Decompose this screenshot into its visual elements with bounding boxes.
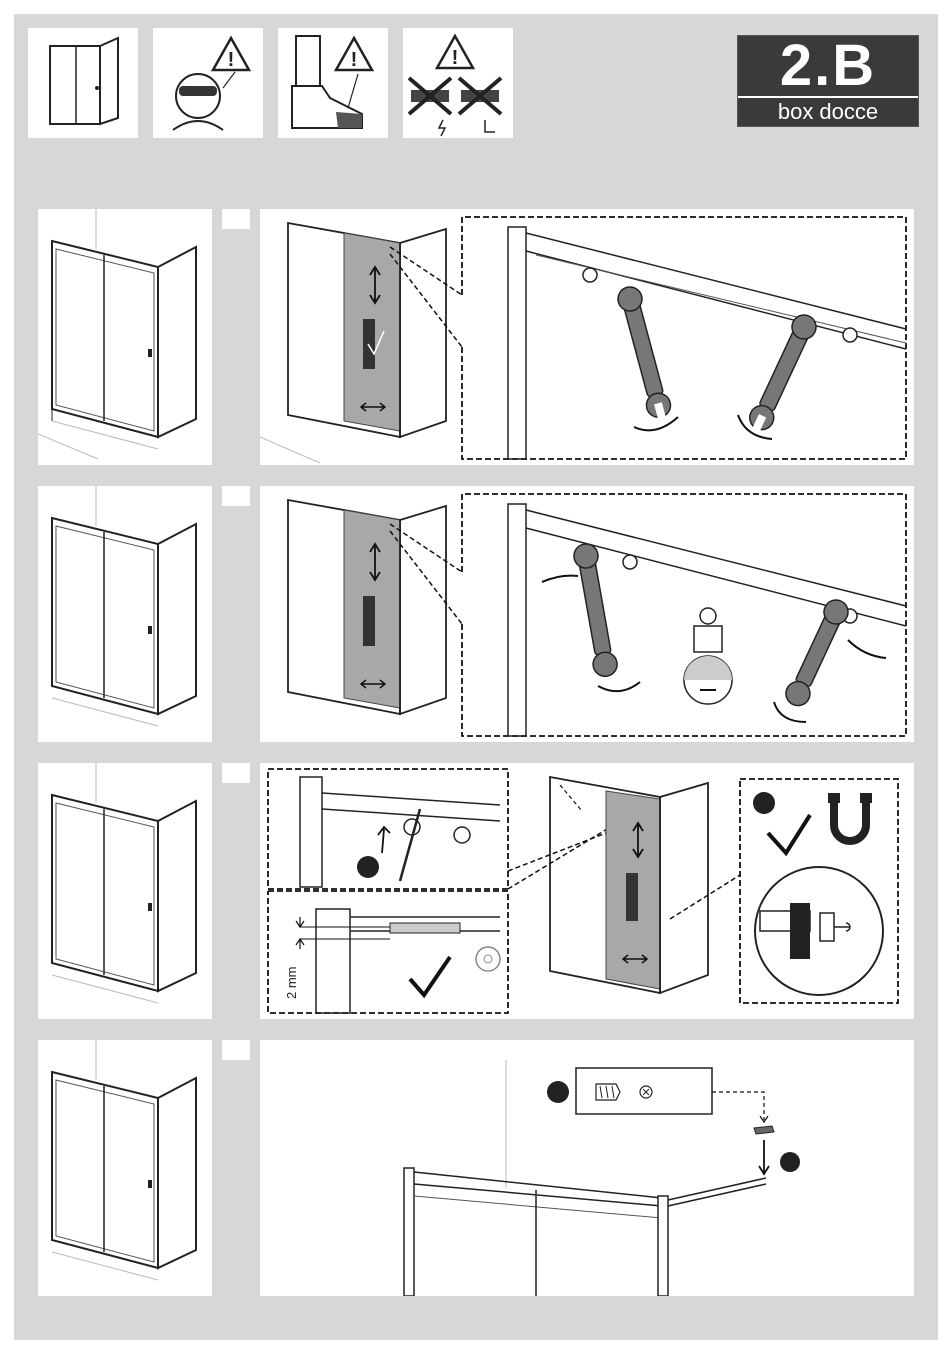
svg-text:!: ! — [452, 47, 459, 69]
step-2-thumbnail — [38, 486, 212, 742]
gap-measurement-label: 2 mm — [284, 967, 299, 1000]
warning-card-drilling: ! — [403, 28, 513, 138]
svg-text:!: ! — [228, 49, 235, 71]
step-4-thumbnail — [38, 1040, 212, 1296]
warning-card-enclosure — [28, 28, 138, 138]
magnet-check-icon — [260, 763, 914, 1019]
wrench-loosen-icon — [260, 486, 914, 742]
warning-card-glasses: ! — [153, 28, 263, 138]
warning-card-shoes: ! — [278, 28, 388, 138]
logo-sub-text: box docce — [738, 96, 918, 126]
shower-enclosure-thumbnail-icon — [38, 209, 212, 465]
shower-enclosure-thumbnail-icon — [38, 763, 212, 1019]
step-number-box-3 — [222, 763, 250, 783]
shower-enclosure-thumbnail-icon — [38, 486, 212, 742]
brand-logo: 2.B box docce — [737, 35, 919, 127]
step-number-box-1 — [222, 209, 250, 229]
step-3-panel: 2 mm — [260, 763, 914, 1019]
step-2-panel — [260, 486, 914, 742]
svg-text:!: ! — [351, 49, 358, 71]
step-3-thumbnail — [38, 763, 212, 1019]
safety-glasses-warning-icon: ! — [153, 28, 263, 138]
safety-shoes-warning-icon: ! — [278, 28, 388, 138]
step-1-panel — [260, 209, 914, 465]
step-4-panel — [260, 1040, 914, 1296]
shower-enclosure-icon — [28, 28, 138, 138]
step-1-thumbnail — [38, 209, 212, 465]
screw-cap-icon — [260, 1040, 914, 1296]
step-number-box-4 — [222, 1040, 250, 1060]
logo-main-text: 2.B — [738, 36, 918, 96]
shower-enclosure-thumbnail-icon — [38, 1040, 212, 1296]
step-number-box-2 — [222, 486, 250, 506]
no-drilling-pipes-warning-icon: ! — [403, 28, 513, 138]
wrench-adjust-icon — [260, 209, 914, 465]
